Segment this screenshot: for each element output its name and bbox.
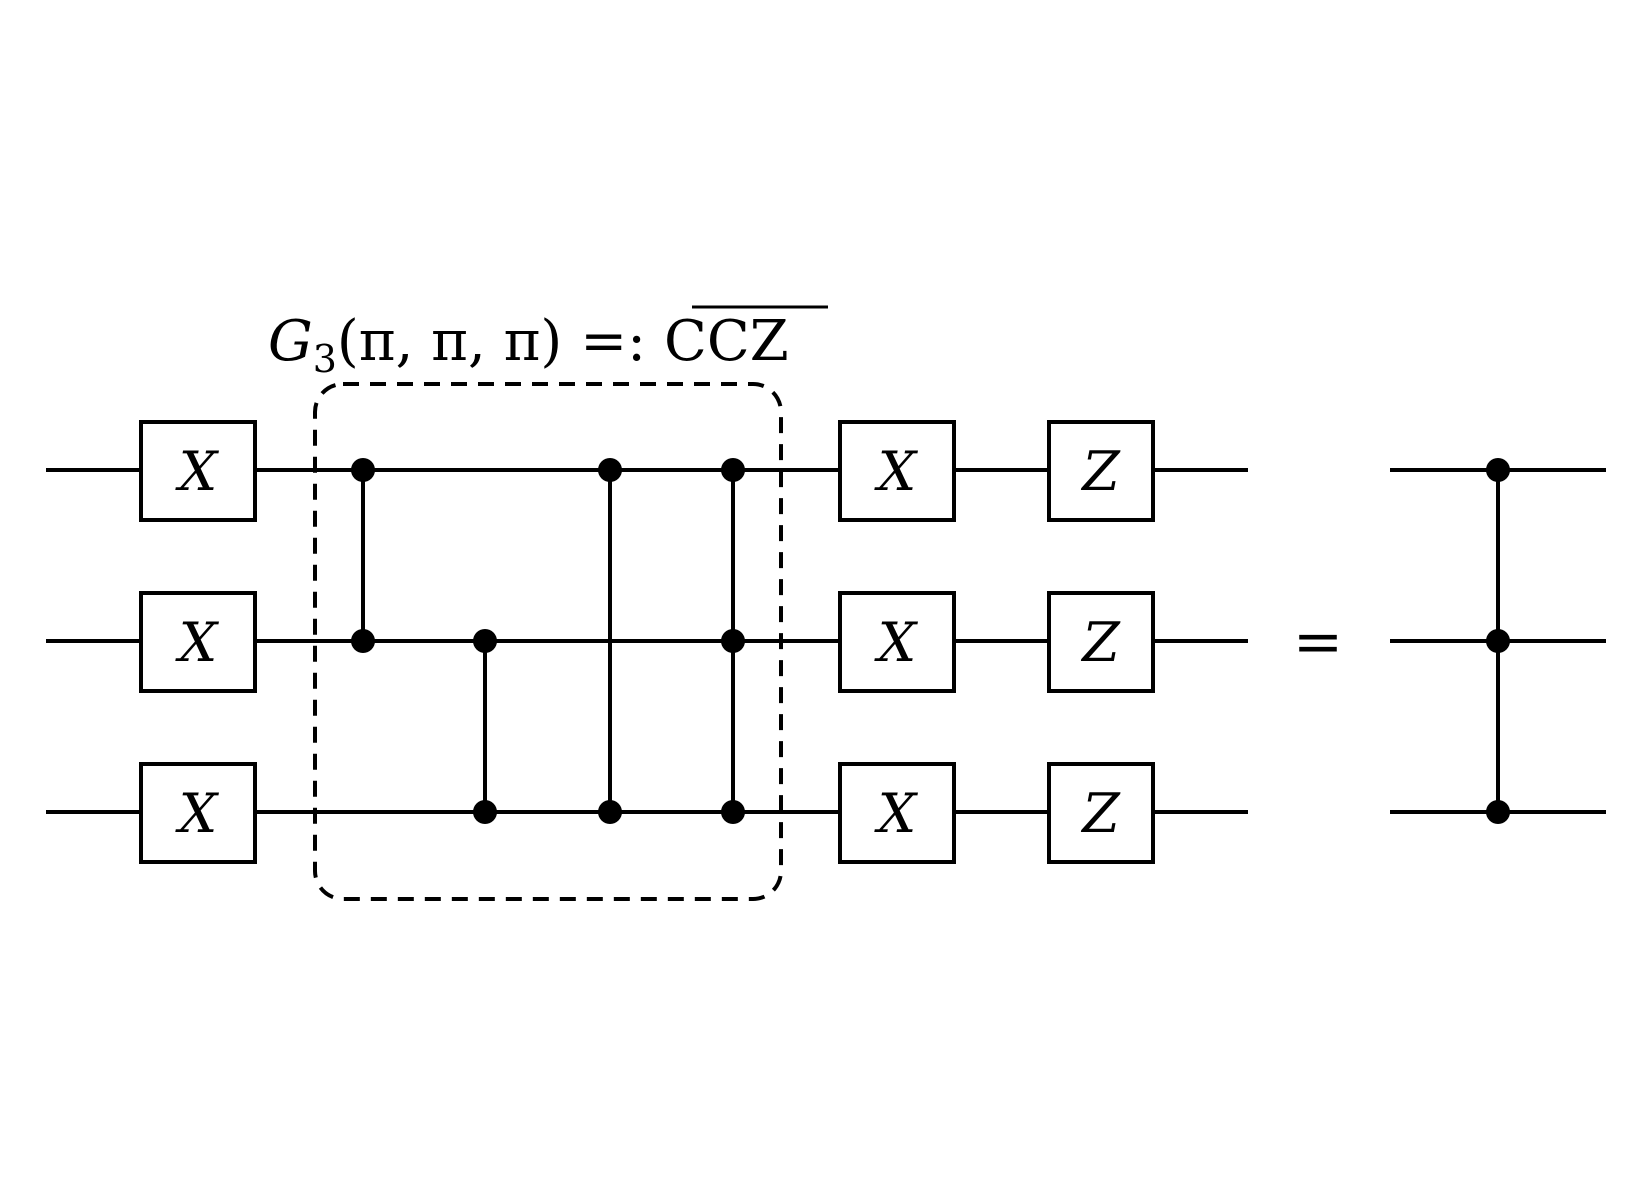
- control-dot: [351, 458, 375, 482]
- z-gate-label: Z: [1080, 611, 1121, 674]
- x-gate-label: X: [175, 611, 220, 674]
- x-gate: X: [838, 420, 956, 522]
- title-args: (π, π, π): [337, 309, 562, 374]
- control-dot: [598, 800, 622, 824]
- title-g-symbol: G: [268, 309, 313, 374]
- z-gate: Z: [1047, 591, 1155, 693]
- x-gate-label: X: [874, 611, 919, 674]
- x-gate: X: [838, 762, 956, 864]
- title-defined-as: =:: [580, 309, 646, 374]
- z-gate-label: Z: [1080, 782, 1121, 845]
- control-dot: [598, 458, 622, 482]
- equals-sign: =: [1293, 607, 1343, 677]
- control-dot: [721, 458, 745, 482]
- control-dot: [473, 800, 497, 824]
- x-gate-label: X: [874, 440, 919, 503]
- z-gate: Z: [1047, 762, 1155, 864]
- control-dot: [351, 629, 375, 653]
- control-dot: [721, 800, 745, 824]
- control-dot: [1486, 458, 1510, 482]
- title-g-subscript: 3: [313, 337, 337, 381]
- z-gate: Z: [1047, 420, 1155, 522]
- x-gate-label: X: [874, 782, 919, 845]
- x-gate: X: [139, 591, 257, 693]
- control-dot: [1486, 800, 1510, 824]
- title-ccz-name: CCZ: [664, 309, 789, 374]
- control-dot: [473, 629, 497, 653]
- circuit-title: G3(π, π, π) =: CCZ: [268, 309, 789, 381]
- x-gate-label: X: [175, 782, 220, 845]
- x-gate: X: [139, 420, 257, 522]
- x-gate: X: [139, 762, 257, 864]
- x-gate-label: X: [175, 440, 220, 503]
- x-gate: X: [838, 591, 956, 693]
- z-gate-label: Z: [1080, 440, 1121, 503]
- control-dot: [721, 629, 745, 653]
- g3-dashed-box: [313, 382, 783, 901]
- control-dot: [1486, 629, 1510, 653]
